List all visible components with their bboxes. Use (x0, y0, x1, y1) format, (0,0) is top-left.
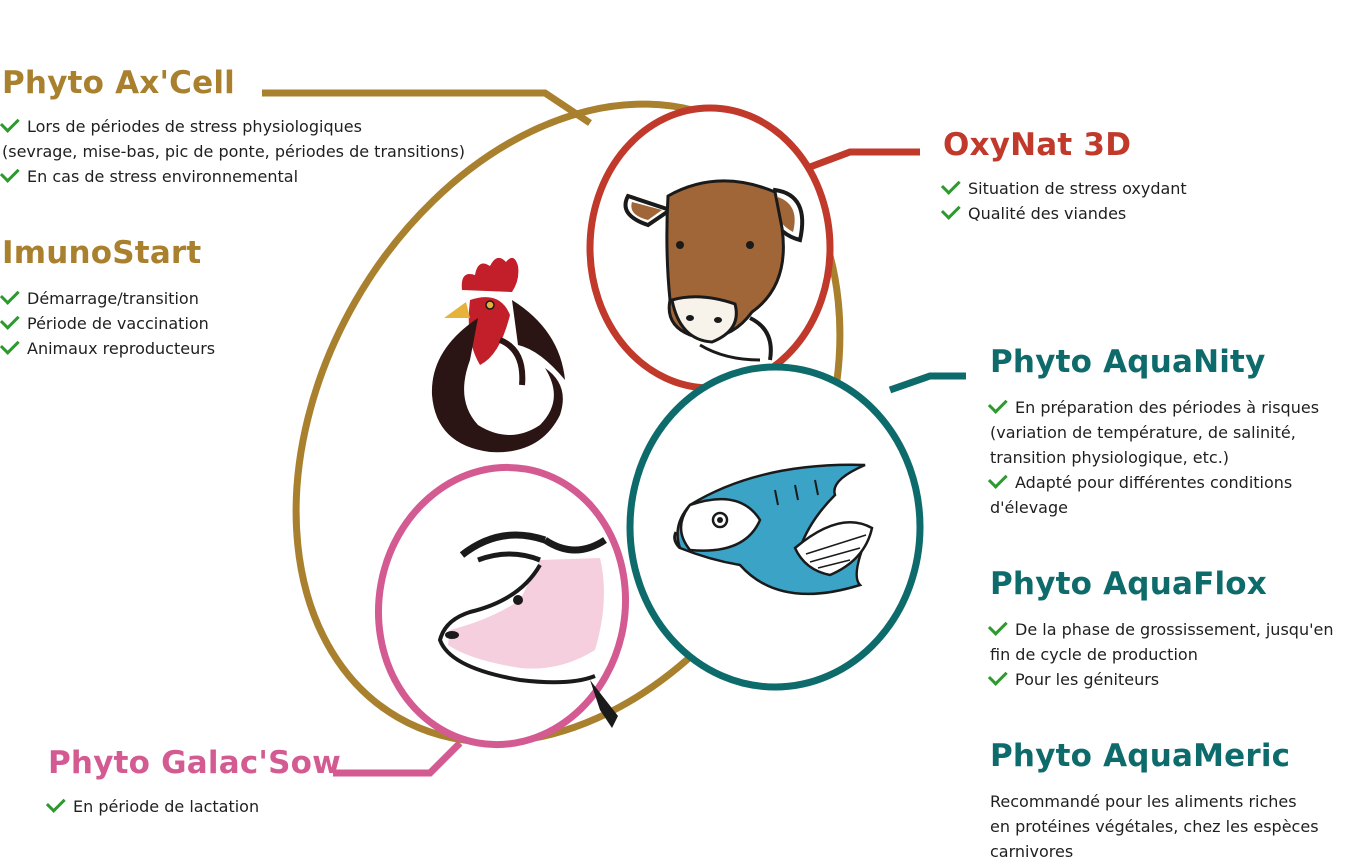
list-item: Situation de stress oxydant (940, 175, 1187, 201)
aquameric-line: en protéines végétales, chez les espèces (990, 817, 1319, 837)
check-icon (0, 285, 20, 305)
list-item: Période de vaccination (0, 310, 215, 336)
aquameric-text: Recommandé pour les aliments riches en p… (990, 789, 1319, 864)
axcell-title: Phyto Ax'Cell (2, 65, 236, 101)
check-icon (0, 163, 20, 183)
aquaflox-list: De la phase de grossissement, jusqu'en f… (987, 616, 1333, 692)
axcell-block: Phyto Ax'Cell Lors de périodes de stress… (0, 65, 465, 189)
check-icon (0, 335, 20, 355)
list-item: (variation de température, de salinité, (990, 423, 1296, 443)
check-icon (940, 200, 961, 220)
imunostart-title: ImunoStart (2, 235, 202, 271)
aquanity-block: Phyto AquaNity En préparation des périod… (987, 344, 1319, 520)
list-item: (sevrage, mise-bas, pic de ponte, périod… (2, 142, 465, 162)
list-item: De la phase de grossissement, jusqu'en (987, 616, 1333, 642)
oxynat-title: OxyNat 3D (943, 127, 1132, 163)
list-item: Adapté pour différentes conditions (987, 469, 1319, 495)
list-item: Qualité des viandes (940, 200, 1187, 226)
imunostart-list: Démarrage/transition Période de vaccinat… (0, 285, 215, 361)
list-item: d'élevage (990, 498, 1068, 518)
check-icon (987, 616, 1008, 636)
imunostart-block: ImunoStart Démarrage/transition Période … (0, 235, 215, 361)
list-item: En période de lactation (45, 793, 341, 819)
list-item: Lors de périodes de stress physiologique… (0, 113, 465, 139)
list-item: fin de cycle de production (990, 645, 1198, 665)
aquameric-title: Phyto AquaMeric (990, 738, 1291, 774)
pig-icon (437, 531, 618, 728)
aquaflox-block: Phyto AquaFlox De la phase de grossissem… (987, 566, 1333, 692)
list-item: transition physiologique, etc.) (990, 448, 1230, 468)
aquameric-line: Recommandé pour les aliments riches (990, 792, 1297, 812)
aquanity-title: Phyto AquaNity (990, 344, 1266, 380)
oxynat-connector (808, 148, 920, 171)
check-icon (987, 666, 1008, 686)
check-icon (45, 793, 66, 813)
list-item: Pour les géniteurs (987, 666, 1333, 692)
galacsow-circle (374, 463, 630, 749)
list-item: En préparation des périodes à risques (987, 394, 1319, 420)
check-icon (987, 469, 1008, 489)
check-icon (0, 310, 20, 330)
aquameric-line: carnivores (990, 842, 1074, 862)
oxynat-list: Situation de stress oxydant Qualité des … (940, 175, 1187, 226)
list-item: En cas de stress environnemental (0, 163, 465, 189)
check-icon (0, 113, 20, 133)
cow-icon (623, 179, 805, 362)
rooster-icon (431, 257, 565, 453)
aquanity-list: En préparation des périodes à risques (v… (987, 394, 1319, 520)
aquanity-connector (888, 372, 966, 394)
fish-icon (673, 463, 874, 596)
check-icon (940, 175, 961, 195)
galacsow-connector (333, 740, 463, 777)
aquaflox-title: Phyto AquaFlox (990, 566, 1267, 602)
oxynat-block: OxyNat 3D Situation de stress oxydant Qu… (940, 127, 1187, 226)
galacsow-title: Phyto Galac'Sow (48, 745, 341, 781)
list-item: Démarrage/transition (0, 285, 215, 311)
check-icon (987, 394, 1008, 414)
galacsow-list: En période de lactation (45, 793, 341, 819)
aquameric-block: Phyto AquaMeric Recommandé pour les alim… (990, 739, 1319, 864)
list-item: Animaux reproducteurs (0, 335, 215, 361)
axcell-list: Lors de périodes de stress physiologique… (0, 113, 465, 189)
galacsow-block: Phyto Galac'Sow En période de lactation (45, 745, 341, 819)
